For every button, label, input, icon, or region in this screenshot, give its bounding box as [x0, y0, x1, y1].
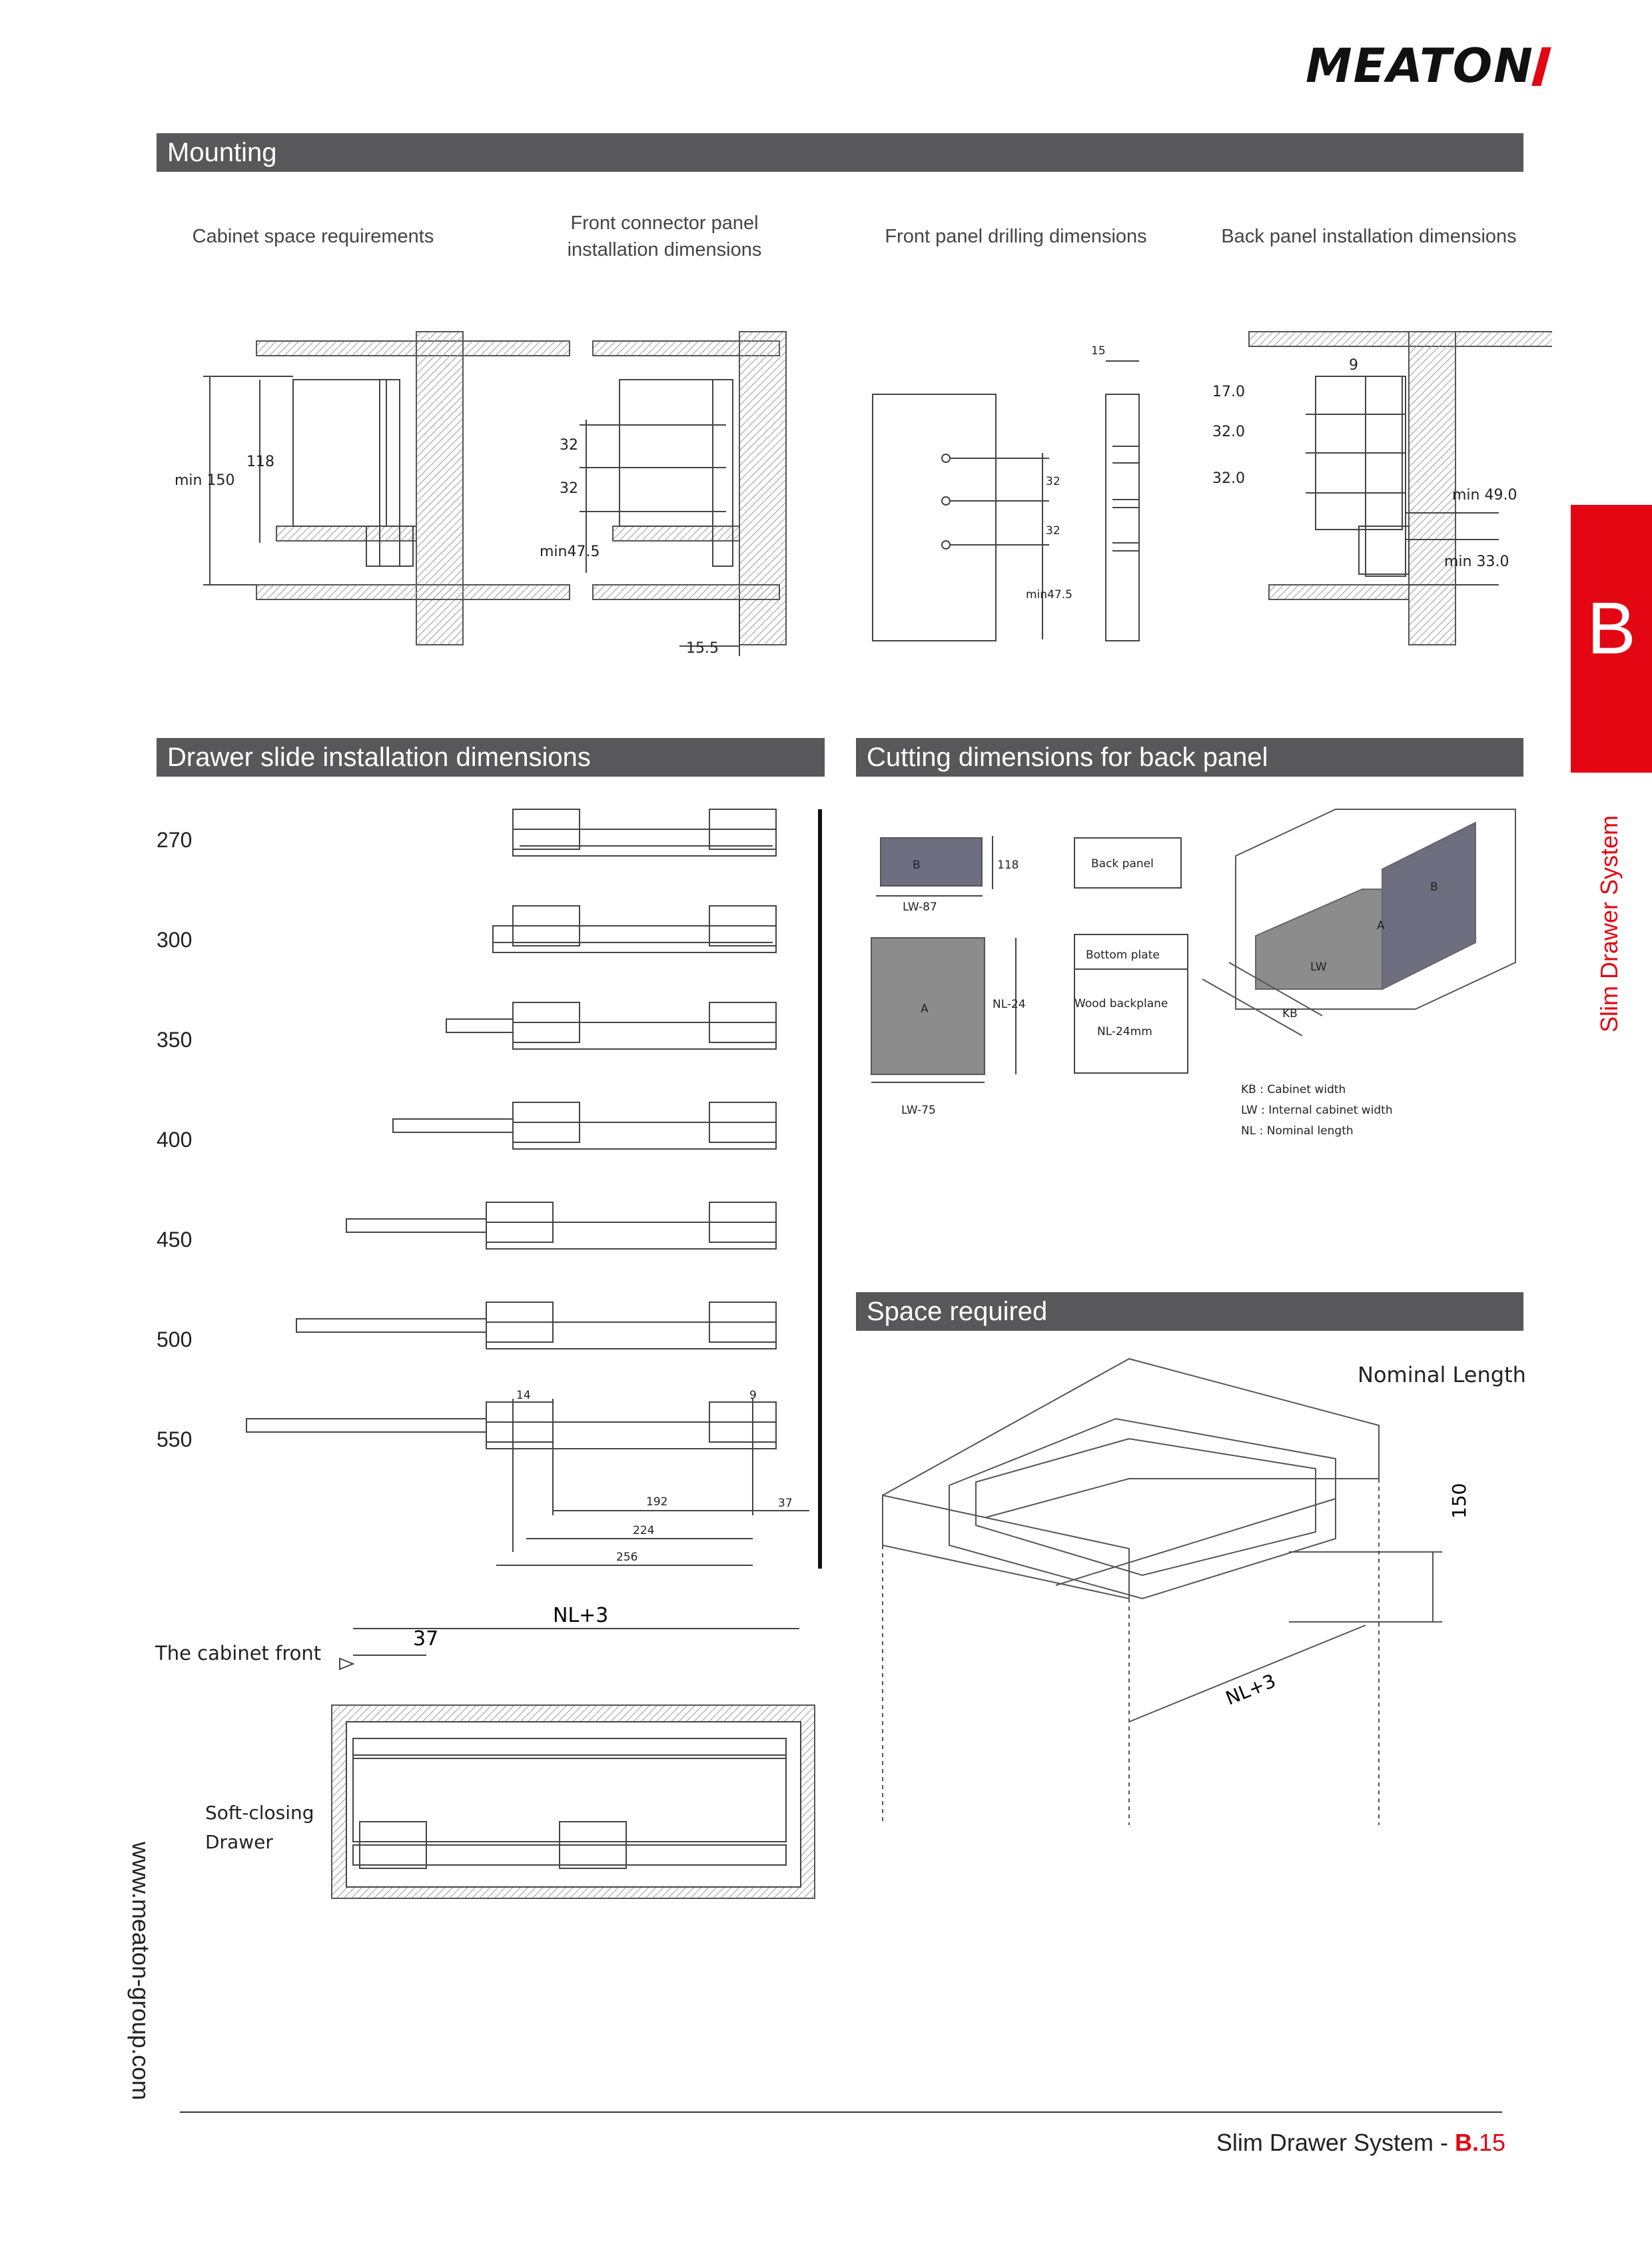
dim-37: 37	[778, 1497, 793, 1510]
cut-a-width: LW-75	[901, 1104, 936, 1117]
slide-row-270	[512, 809, 777, 857]
caption-front-connector: Front connector panel installation dimen…	[533, 210, 796, 263]
brand-logo: MEATON	[1306, 39, 1551, 93]
cut-b: B	[913, 859, 921, 872]
section-mounting: Mounting	[157, 133, 1523, 172]
dim-back-32b: 32.0	[1212, 470, 1245, 487]
front-nl3: NL+3	[553, 1604, 608, 1627]
chapter-tab	[1571, 505, 1652, 773]
front-view-drawing: NL+3 37	[331, 1604, 815, 1899]
slide-row-450	[346, 1202, 777, 1250]
footer-page-number: 15	[1478, 2129, 1505, 2156]
dim-14: 14	[516, 1389, 531, 1402]
legend-nl: NL : Nominal length	[1241, 1124, 1354, 1138]
slide-row-350	[446, 1002, 777, 1050]
dim-back-min33: min 33.0	[1444, 554, 1509, 570]
nominal-length-label: Nominal Length	[1358, 1362, 1526, 1387]
cut-back-panel: Back panel	[1091, 857, 1154, 871]
iso-a: A	[1377, 919, 1385, 933]
slide-row-300	[492, 905, 777, 953]
section-title: Cutting dimensions for back panel	[867, 743, 1268, 772]
legend-kb: KB : Cabinet width	[1241, 1083, 1346, 1096]
dim-conn-min: min47.5	[540, 544, 600, 560]
section-cutting: Cutting dimensions for back panel	[856, 738, 1523, 777]
mounting-drawings: min 150 118 32 32 min47.5 15.5	[175, 331, 1552, 657]
soft-closing-label: Soft-closing Drawer	[205, 1798, 314, 1857]
cabinet-space-drawing	[203, 331, 570, 645]
slide-size-270: 270	[157, 828, 193, 852]
space-150: 150	[1448, 1483, 1470, 1519]
caption-line: Front connector panel	[570, 212, 759, 234]
slide-row-400	[392, 1102, 777, 1150]
dim-back-min49: min 49.0	[1452, 487, 1517, 504]
caption-cabinet: Cabinet space requirements	[192, 226, 434, 247]
section-title: Space required	[867, 1297, 1048, 1326]
brand-logo-text: MEATON	[1306, 39, 1534, 93]
slide-size-350: 350	[157, 1028, 193, 1052]
section-space: Space required	[856, 1292, 1523, 1331]
cut-wood-1: Wood backplane	[1074, 997, 1168, 1010]
chapter-letter: B	[1587, 587, 1636, 669]
caption-front-drilling: Front panel drilling dimensions	[885, 226, 1147, 247]
dim-192: 192	[646, 1495, 667, 1509]
slide-size-400: 400	[157, 1128, 193, 1152]
slide-size-450: 450	[157, 1228, 193, 1252]
soft-closing-line: Soft-closing	[205, 1802, 314, 1824]
footer-page-label: Slim Drawer System - B.15	[1216, 2129, 1505, 2157]
logo-mark-icon	[1531, 47, 1551, 86]
dim-conn-offset: 15.5	[686, 640, 719, 657]
dim-drill-32a: 32	[1046, 475, 1060, 488]
legend-lw: LW : Internal cabinet width	[1241, 1104, 1393, 1117]
front-connector-drawing	[580, 331, 787, 656]
cut-b-width: LW-87	[903, 901, 937, 914]
dim-118: 118	[246, 454, 274, 470]
slide-drawings: 14 9 192 37 224 256	[246, 809, 822, 1569]
dim-back-32a: 32.0	[1212, 424, 1245, 440]
iso-drawer-drawing	[1202, 809, 1516, 1036]
slide-size-500: 500	[157, 1327, 193, 1351]
chapter-title-vertical: Slim Drawer System	[1595, 815, 1623, 1032]
slide-divider	[818, 809, 822, 1569]
caption-back-panel: Back panel installation dimensions	[1221, 226, 1517, 247]
front-37: 37	[413, 1627, 438, 1651]
space-nl3: NL+3	[1222, 1670, 1279, 1710]
cut-bottom-plate: Bottom plate	[1086, 948, 1160, 962]
cut-b-dim: 118	[997, 859, 1019, 872]
cut-wood-2: NL-24mm	[1097, 1025, 1152, 1038]
dim-drill-32b: 32	[1046, 524, 1060, 538]
space-required-drawing: 150 NL+3	[882, 1357, 1470, 1825]
caption-line: installation dimensions	[567, 239, 762, 260]
iso-b: B	[1430, 881, 1438, 894]
dim-conn-32a: 32	[560, 437, 578, 454]
dim-drill-min: min47.5	[1026, 588, 1072, 601]
dim-back-9: 9	[1349, 357, 1358, 374]
dim-back-17: 17.0	[1212, 384, 1245, 400]
dim-224: 224	[633, 1524, 654, 1537]
slide-row-550	[246, 1401, 777, 1449]
cut-a-dim: NL-24	[993, 998, 1026, 1011]
front-drilling-drawing	[872, 360, 1140, 641]
footer-divider	[180, 2111, 1502, 2113]
cabinet-front-label: The cabinet front	[155, 1642, 322, 1665]
dim-min150: min 150	[175, 472, 234, 489]
back-panel-drawing	[1248, 331, 1552, 645]
section-title: Drawer slide installation dimensions	[167, 743, 591, 772]
cut-a: A	[921, 1002, 929, 1016]
iso-kb: KB	[1282, 1007, 1298, 1020]
cutting-drawing: B 118 LW-87 A NL-24 LW-75 Back panel Bot…	[871, 809, 1516, 1138]
section-title: Mounting	[167, 138, 277, 167]
footer-text: Slim Drawer System -	[1216, 2129, 1455, 2156]
dim-9: 9	[749, 1389, 757, 1402]
soft-closing-line: Drawer	[205, 1831, 273, 1853]
iso-lw: LW	[1310, 960, 1327, 974]
dim-256: 256	[616, 1551, 637, 1564]
slide-size-300: 300	[157, 928, 193, 952]
dim-conn-32b: 32	[560, 480, 578, 497]
footer-section: B.	[1454, 2129, 1479, 2156]
slide-size-550: 550	[157, 1427, 193, 1451]
slide-row-500	[296, 1302, 777, 1349]
website-url: www.meaton-group.com	[127, 1842, 155, 2101]
dim-drill-15: 15	[1091, 344, 1106, 358]
section-drawer-slide: Drawer slide installation dimensions	[157, 738, 825, 777]
